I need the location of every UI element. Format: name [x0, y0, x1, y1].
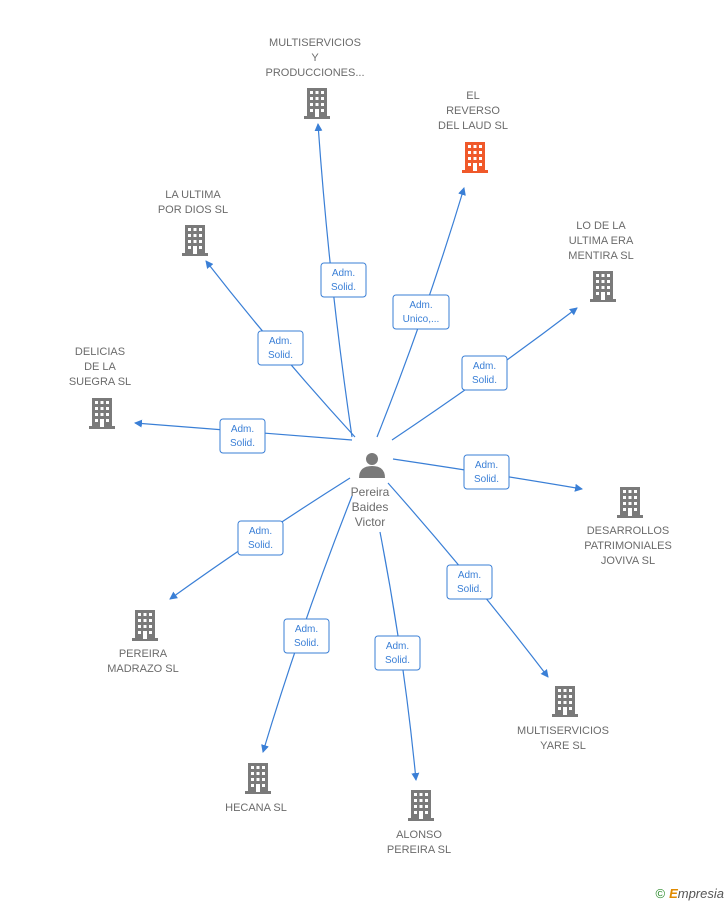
company-label-line: DE LA: [84, 361, 116, 373]
role-badge-box: [237, 520, 284, 556]
company-node-alonso-pereira[interactable]: ALONSO PEREIRA SL: [387, 790, 451, 856]
role-badge-desarrollos-patrimoniales-joviva[interactable]: Adm. Solid.: [463, 454, 510, 490]
role-badge-text: Adm.: [295, 624, 318, 635]
building-icon: [304, 88, 330, 119]
role-badge-multiservicios-yare[interactable]: Adm. Solid.: [446, 564, 493, 600]
role-badge-box: [257, 330, 304, 366]
building-icon: [462, 142, 488, 173]
role-badge-text: Adm.: [409, 300, 432, 311]
company-label-line: HECANA SL: [225, 802, 287, 814]
company-label-line: MADRAZO SL: [107, 663, 179, 675]
role-badge-box: [219, 418, 266, 454]
company-node-multiservicios-producciones[interactable]: MULTISERVICIOS Y PRODUCCIONES...: [265, 37, 365, 119]
role-badge-text: Adm.: [475, 460, 498, 471]
company-node-el-reverso-del-laud[interactable]: EL REVERSO DEL LAUD SL: [438, 90, 508, 173]
role-badge-box: [283, 618, 330, 654]
role-badge-text: Adm.: [332, 268, 355, 279]
company-label-line: Y: [311, 52, 319, 64]
company-label-line: JOVIVA SL: [601, 555, 655, 567]
role-badge-text: Adm.: [269, 336, 292, 347]
building-icon: [617, 487, 643, 518]
company-label-line: MENTIRA SL: [568, 250, 633, 262]
building-icon: [552, 686, 578, 717]
company-label-line: DEL LAUD SL: [438, 120, 508, 132]
role-badge-text: Solid.: [230, 438, 255, 449]
company-label-line: PEREIRA SL: [387, 844, 451, 856]
company-node-desarrollos-patrimoniales-joviva[interactable]: DESARROLLOS PATRIMONIALES JOVIVA SL: [584, 487, 672, 567]
role-badge-text: Solid.: [457, 584, 482, 595]
company-node-la-ultima-por-dios[interactable]: LA ULTIMA POR DIOS SL: [158, 189, 228, 256]
company-label-line: REVERSO: [446, 105, 500, 117]
company-node-delicias-de-la-suegra[interactable]: DELICIAS DE LA SUEGRA SL: [69, 346, 131, 429]
company-label-line: PEREIRA: [119, 648, 168, 660]
role-badge-hecana[interactable]: Adm. Solid.: [283, 618, 330, 654]
person-node[interactable]: Pereira Baides Victor: [351, 453, 390, 529]
edges: Adm. Solid. Adm. Unico,... Adm. Solid. Adm. Sol…: [134, 123, 583, 781]
company-label-line: SUEGRA SL: [69, 376, 131, 388]
role-badge-text: Solid.: [268, 350, 293, 361]
building-icon: [245, 763, 271, 794]
building-icon: [590, 271, 616, 302]
role-badge-pereira-madrazo[interactable]: Adm. Solid.: [237, 520, 284, 556]
role-badge-box: [392, 294, 450, 330]
role-badge-box: [374, 635, 421, 671]
role-badge-box: [461, 355, 508, 391]
person-icon: [359, 453, 385, 478]
role-badge-text: Adm.: [458, 570, 481, 581]
building-icon: [89, 398, 115, 429]
company-label-line: DESARROLLOS: [587, 525, 670, 537]
person-name-line-1: Pereira: [351, 485, 390, 499]
company-label-line: ALONSO: [396, 829, 442, 841]
company-node-multiservicios-yare[interactable]: MULTISERVICIOS YARE SL: [517, 686, 609, 752]
role-badge-delicias-de-la-suegra[interactable]: Adm. Solid.: [219, 418, 266, 454]
role-badge-text: Solid.: [385, 655, 410, 666]
nodes: MULTISERVICIOS Y PRODUCCIONES... EL REVERSO D…: [69, 37, 672, 856]
person-name-line-2: Baides: [352, 500, 389, 514]
role-badge-text: Adm.: [249, 526, 272, 537]
role-badge-text: Solid.: [248, 540, 273, 551]
company-label-line: ULTIMA ERA: [569, 235, 634, 247]
role-badge-text: Adm.: [386, 641, 409, 652]
company-label-line: YARE SL: [540, 740, 586, 752]
role-badge-text: Adm.: [473, 361, 496, 372]
company-label-line: MULTISERVICIOS: [269, 37, 361, 49]
company-label-line: LA ULTIMA: [165, 189, 221, 201]
brand-logo-initial: E: [669, 886, 678, 901]
building-icon: [132, 610, 158, 641]
role-badge-text: Solid.: [294, 638, 319, 649]
company-label-line: PATRIMONIALES: [584, 540, 672, 552]
role-badge-box: [463, 454, 510, 490]
role-badge-text: Solid.: [472, 375, 497, 386]
company-label-line: DELICIAS: [75, 346, 125, 358]
role-badge-alonso-pereira[interactable]: Adm. Solid.: [374, 635, 421, 671]
role-badge-text: Unico,...: [403, 314, 440, 325]
building-icon: [408, 790, 434, 821]
company-label-line: PRODUCCIONES...: [265, 67, 364, 79]
building-icon: [182, 225, 208, 256]
role-badge-text: Adm.: [231, 424, 254, 435]
company-label-line: MULTISERVICIOS: [517, 725, 609, 737]
copyright-symbol: ©: [655, 886, 666, 901]
footer-brand: ©Empresia: [655, 886, 724, 901]
company-node-hecana[interactable]: HECANA SL: [225, 763, 287, 814]
company-label-line: EL: [466, 90, 479, 102]
company-label-line: LO DE LA: [576, 220, 626, 232]
role-badge-box: [446, 564, 493, 600]
company-label-line: POR DIOS SL: [158, 204, 228, 216]
person-name-line-3: Victor: [355, 515, 385, 529]
company-node-pereira-madrazo[interactable]: PEREIRA MADRAZO SL: [107, 610, 179, 675]
role-badge-text: Solid.: [331, 282, 356, 293]
company-node-lo-de-la-ultima-era-mentira[interactable]: LO DE LA ULTIMA ERA MENTIRA SL: [568, 220, 634, 302]
brand-logo-text: mpresia: [677, 886, 724, 901]
role-badge-box: [320, 262, 367, 298]
role-badge-la-ultima-por-dios[interactable]: Adm. Solid.: [257, 330, 304, 366]
role-badge-multiservicios-producciones[interactable]: Adm. Solid.: [320, 262, 367, 298]
role-badge-lo-de-la-ultima-era-mentira[interactable]: Adm. Solid.: [461, 355, 508, 391]
role-badge-text: Solid.: [474, 474, 499, 485]
role-badge-el-reverso-del-laud[interactable]: Adm. Unico,...: [392, 294, 450, 330]
